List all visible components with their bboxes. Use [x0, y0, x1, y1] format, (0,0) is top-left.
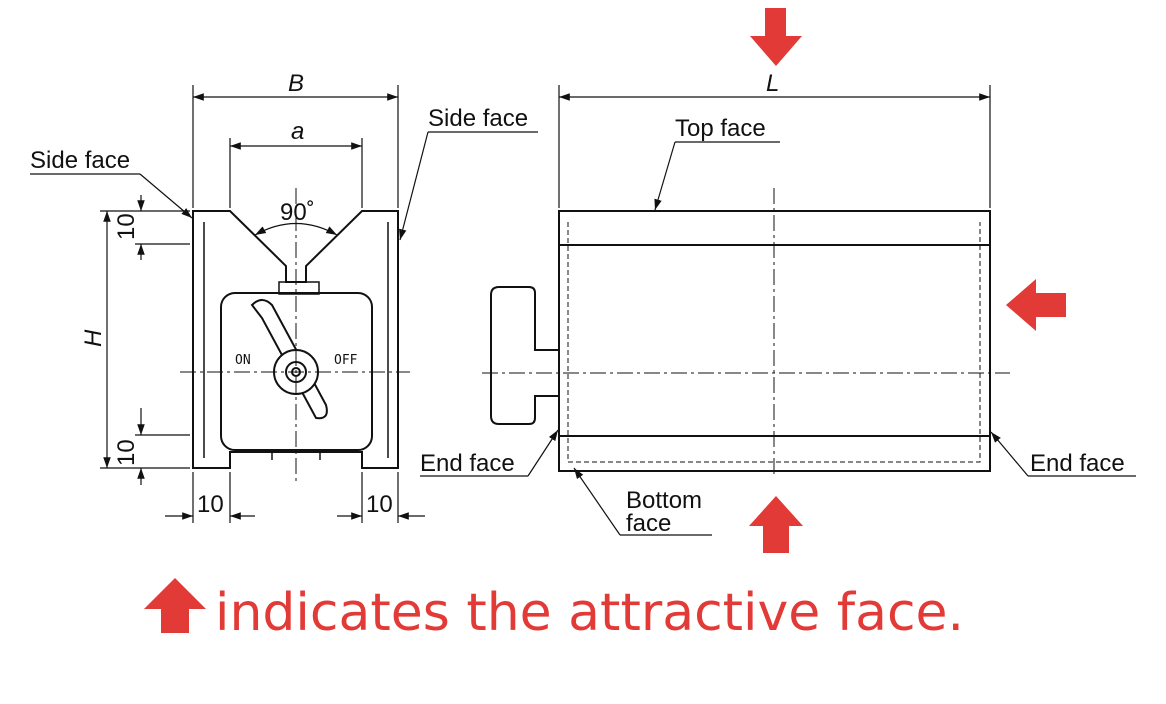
bottom-attractive-arrow	[749, 496, 803, 553]
end-face-right-leader	[990, 431, 1136, 477]
dimension-a	[229, 138, 363, 208]
dimension-b	[192, 85, 399, 208]
switch-on-label: ON	[235, 353, 251, 368]
front-view	[180, 188, 410, 482]
end-face-left-label: End face	[420, 450, 515, 477]
dimension-b-label: B	[288, 70, 304, 97]
angle-arc	[254, 222, 338, 236]
dimension-left-ten-label: 10	[197, 491, 224, 518]
bottom-face-label-line1: Bottom	[626, 487, 702, 514]
angle-label: 90˚	[280, 199, 315, 226]
dimension-h-label: H	[80, 329, 107, 347]
dimension-h	[100, 210, 190, 469]
dimension-top-ten	[135, 195, 190, 260]
end-face-left-leader	[420, 429, 559, 477]
switch-off-label: OFF	[334, 353, 358, 368]
end-attractive-arrow	[1006, 279, 1066, 331]
bottom-face-label-line2: face	[626, 510, 671, 537]
v-block-outline	[192, 210, 399, 469]
side-face-right-leader	[399, 131, 538, 241]
top-face-leader	[654, 141, 780, 211]
attractive-face-arrows	[144, 8, 1066, 633]
dimension-left-ten	[165, 472, 255, 523]
side-view	[482, 188, 1010, 478]
side-face-right-label: Side face	[428, 105, 528, 132]
dimension-bottom-ten	[135, 408, 190, 485]
dimension-bottom-ten-label: 10	[113, 439, 140, 466]
dimension-right-ten-label: 10	[366, 491, 393, 518]
top-attractive-arrow	[750, 8, 802, 66]
dimension-l-label: L	[766, 70, 779, 97]
bottom-face-leader	[573, 467, 712, 536]
side-face-left-label: Side face	[30, 147, 130, 174]
dimension-l	[558, 85, 991, 208]
legend-arrow-icon	[144, 578, 206, 633]
end-face-right-label: End face	[1030, 450, 1125, 477]
side-face-left-leader	[30, 173, 193, 219]
legend-text: indicates the attractive face.	[215, 583, 964, 643]
switch-knob	[490, 286, 560, 425]
top-face-label: Top face	[675, 115, 766, 142]
dimension-right-ten	[337, 472, 425, 523]
dimension-top-ten-label: 10	[113, 213, 140, 240]
dimension-a-label: a	[291, 118, 304, 145]
